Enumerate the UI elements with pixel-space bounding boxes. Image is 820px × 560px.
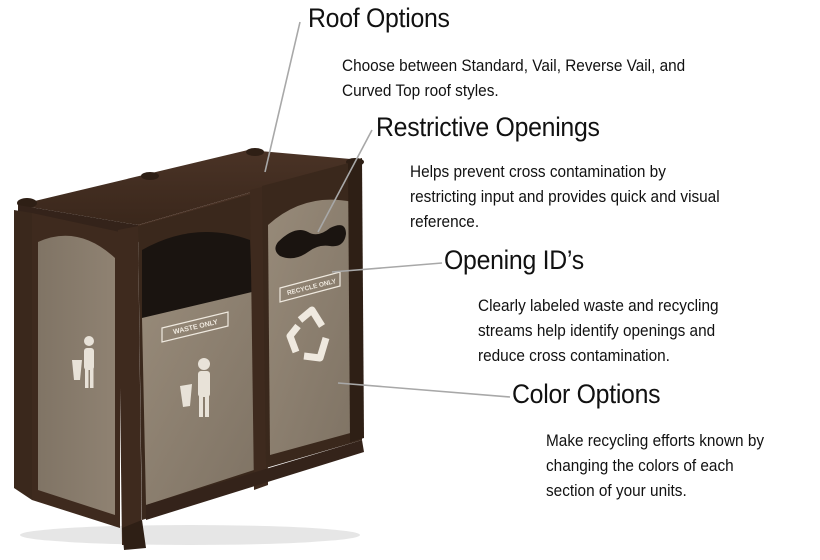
description-line: streams help identify openings and — [478, 322, 716, 340]
description-line: Clearly labeled waste and recycling — [478, 297, 719, 315]
opening-ids-title: Opening ID’s — [444, 245, 584, 275]
description-line: Curved Top roof styles. — [342, 82, 499, 100]
waste-opening — [142, 232, 252, 320]
description-line: Make recycling efforts known by — [546, 432, 765, 450]
leader-color — [337, 382, 511, 398]
base-rail — [146, 440, 364, 520]
base-foot — [122, 520, 146, 550]
leader-opening-id — [331, 262, 443, 273]
leader-lines — [264, 21, 511, 398]
leader-restrictive — [317, 129, 373, 233]
description-line: reduce cross contamination. — [478, 347, 670, 365]
opening-ids-description: Clearly labeled waste and recycling stre… — [478, 294, 719, 369]
restrictive-openings-description: Helps prevent cross contamination by res… — [410, 160, 720, 235]
side-waste-person-icon — [72, 336, 94, 388]
post-cap — [141, 172, 159, 180]
description-line: Helps prevent cross contamination by — [410, 163, 666, 181]
waste-person-icon — [180, 358, 210, 417]
restrictive-opening — [275, 225, 346, 259]
description-line: Choose between Standard, Vail, Reverse V… — [342, 57, 686, 75]
recycle-symbol-icon — [286, 306, 330, 362]
description-line: changing the colors of each — [546, 457, 734, 475]
roof-options-title: Roof Options — [308, 3, 450, 33]
post-cap — [246, 148, 264, 156]
leader-roof — [264, 21, 301, 173]
recycle-panel — [268, 199, 354, 455]
roof-options-description: Choose between Standard, Vail, Reverse V… — [342, 54, 685, 104]
ground-shadow — [20, 525, 360, 545]
description-line: restricting input and provides quick and… — [410, 188, 720, 206]
color-options-description: Make recycling efforts known by changing… — [546, 429, 764, 504]
description-line: section of your units. — [546, 482, 687, 500]
restrictive-openings-title: Restrictive Openings — [376, 112, 600, 142]
waste-door-panel — [142, 292, 254, 505]
post-cap — [17, 198, 37, 208]
left-post — [14, 210, 32, 500]
roof-top — [18, 150, 362, 225]
right-post — [348, 158, 364, 442]
front-left-post — [118, 226, 142, 545]
color-options-title: Color Options — [512, 379, 661, 409]
description-line: reference. — [410, 213, 480, 231]
